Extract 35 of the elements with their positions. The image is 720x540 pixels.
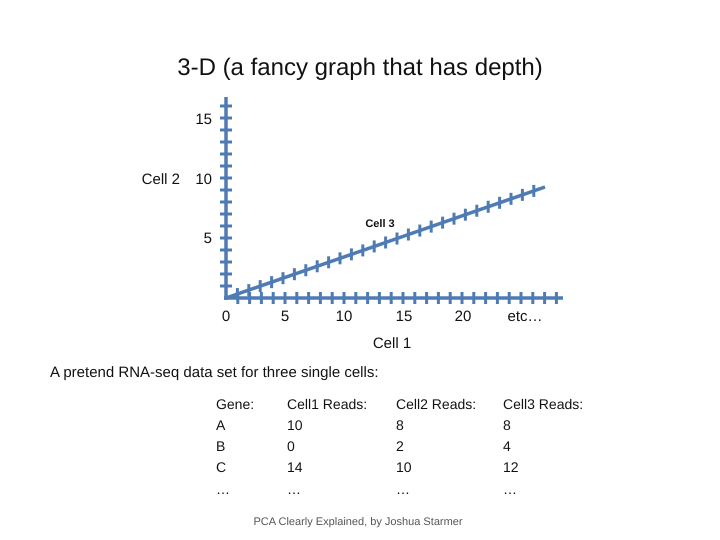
read-count: 10 — [287, 416, 303, 433]
column-header: Cell3 Reads: — [503, 396, 584, 412]
gene-label: C — [216, 458, 226, 475]
axis-label: Cell 3 — [365, 218, 395, 232]
read-count: 4 — [503, 438, 511, 454]
read-count: 8 — [396, 416, 404, 433]
axis-tick-label: 20 — [454, 308, 472, 326]
axis-tick-label: 15 — [195, 111, 212, 128]
read-count: … — [396, 480, 410, 497]
title: 3-D (a fancy graph that has depth) — [177, 54, 543, 82]
axis-label: Cell 1 — [372, 335, 412, 352]
read-count: … — [503, 480, 517, 497]
read-count: 14 — [287, 458, 303, 475]
gene-label: B — [216, 438, 226, 454]
gene-label: A — [216, 416, 226, 433]
read-count: 10 — [396, 458, 412, 475]
axis-tick-label: 0 — [222, 308, 230, 326]
read-count: 0 — [287, 438, 295, 454]
read-count: … — [287, 480, 301, 497]
axis-label: Cell 2 — [142, 171, 180, 188]
gene-label: … — [216, 480, 230, 497]
axis-tick-label: 10 — [195, 171, 212, 188]
column-header: Cell1 Reads: — [287, 396, 368, 412]
axis-tick-label: 15 — [396, 308, 412, 326]
axis-tick-label: 10 — [336, 308, 352, 326]
read-count: 2 — [396, 438, 404, 454]
axis-tick-label: 5 — [204, 230, 212, 248]
column-header: Cell2 Reads: — [396, 396, 476, 412]
column-header: Gene: — [216, 396, 254, 412]
axis-tick-label: 5 — [280, 308, 290, 326]
table-intro-text: A pretend RNA-seq data set for three single cells: — [50, 364, 379, 382]
read-count: 12 — [503, 458, 519, 475]
axis-tick-label: etc… — [508, 308, 542, 326]
read-count: 8 — [503, 416, 511, 433]
source-caption: PCA Clearly Explained, by Joshua Starmer — [253, 516, 463, 530]
